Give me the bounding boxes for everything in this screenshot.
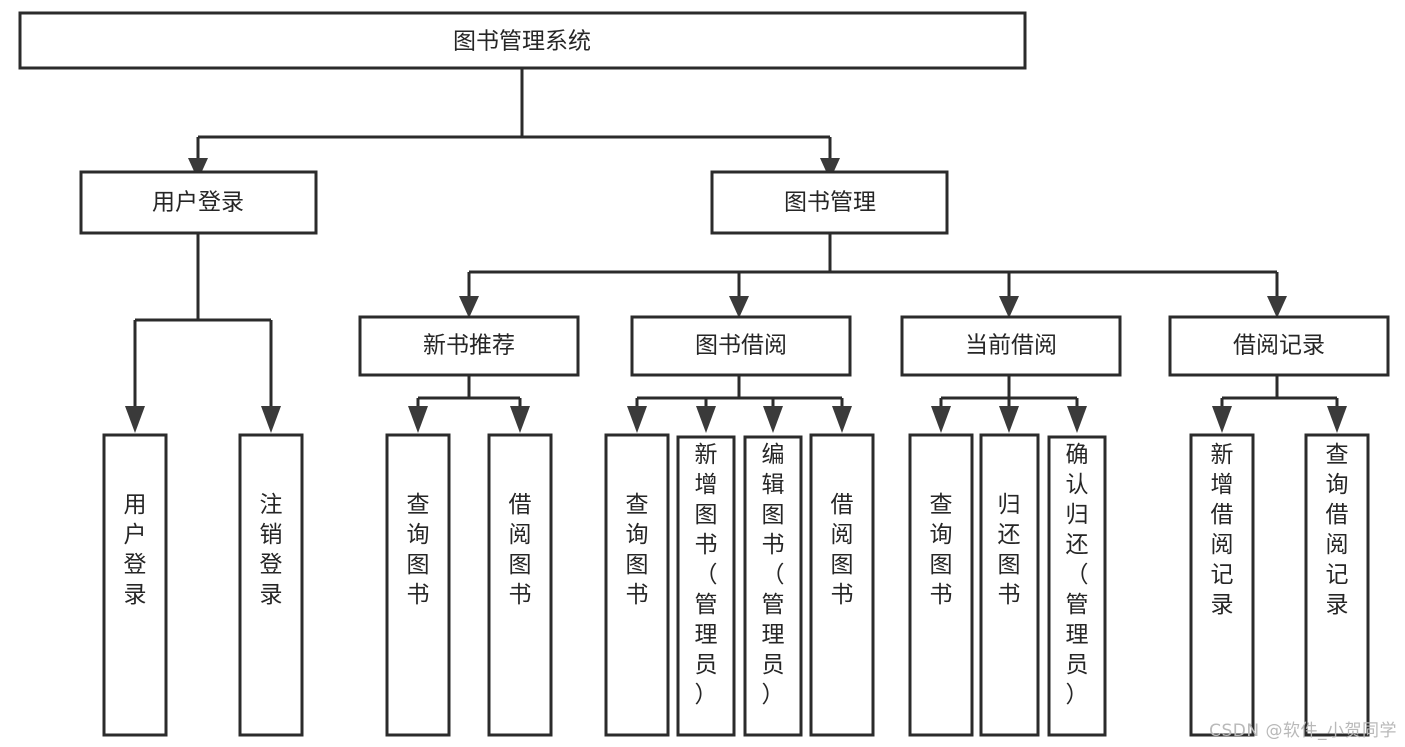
arrowhead-to-current-borrow xyxy=(999,296,1019,318)
node-new-book-recommend[interactable]: 新书推荐 xyxy=(358,315,580,377)
arrowhead-to-leaf-borrow-book-1 xyxy=(510,406,530,433)
arrowhead-to-leaf-query-book-3 xyxy=(931,406,951,433)
arrowhead-to-book-borrow xyxy=(729,296,749,318)
leaf-query-borrow-record[interactable]: 查询借阅记录 xyxy=(1304,433,1370,737)
leaf-borrow-book-2-box[interactable] xyxy=(809,433,875,737)
leaf-query-book-1-box[interactable] xyxy=(385,433,451,737)
arrowhead-to-new-book-recommend xyxy=(459,296,479,318)
arrowhead-to-leaf-borrow-book-2 xyxy=(832,406,852,433)
arrowhead-to-leaf-add-book-admin xyxy=(696,406,716,433)
node-new-book-recommend-box[interactable] xyxy=(358,315,580,377)
arrowhead-to-user-login xyxy=(188,158,208,180)
node-borrow-record-label: 借阅记录 xyxy=(1233,333,1325,359)
leaf-query-book-2-box[interactable] xyxy=(604,433,670,737)
leaf-query-borrow-record-box[interactable] xyxy=(1304,433,1370,737)
arrowhead-to-leaf-add-borrow-record xyxy=(1212,406,1232,433)
leaf-borrow-book-1[interactable]: 借阅图书 xyxy=(487,433,553,737)
leaf-add-book-admin-label: 新增图书（管理员） xyxy=(695,442,718,708)
leaf-borrow-book-1-label: 借阅图书 xyxy=(509,492,532,608)
node-borrow-record-box[interactable] xyxy=(1168,315,1390,377)
arrowhead-to-leaf-query-book-2 xyxy=(627,406,647,433)
node-book-borrow[interactable]: 图书借阅 xyxy=(630,315,852,377)
node-book-management-label: 图书管理 xyxy=(784,190,876,216)
node-book-management-box[interactable] xyxy=(710,170,949,235)
leaf-edit-book-admin-label: 编辑图书（管理员） xyxy=(762,442,785,708)
leaf-edit-book-admin[interactable]: 编辑图书（管理员） xyxy=(743,435,803,737)
leaf-query-book-3-label: 查询图书 xyxy=(930,492,953,608)
leaf-add-book-admin-box[interactable] xyxy=(676,435,736,737)
leaf-borrow-book-1-box[interactable] xyxy=(487,433,553,737)
leaf-borrow-book-2-label: 借阅图书 xyxy=(831,492,854,608)
arrowhead-to-leaf-confirm-return-admin xyxy=(1067,406,1087,433)
node-user-login-box[interactable] xyxy=(79,170,318,235)
arrowhead-to-borrow-record xyxy=(1267,296,1287,318)
node-user-login-label: 用户登录 xyxy=(152,190,244,216)
arrowhead-to-leaf-query-borrow-record xyxy=(1327,406,1347,433)
leaf-add-borrow-record-box[interactable] xyxy=(1189,433,1255,737)
leaf-query-book-3[interactable]: 查询图书 xyxy=(908,433,974,737)
arrowhead-to-leaf-user-login xyxy=(125,406,145,433)
leaf-query-book-2-label: 查询图书 xyxy=(626,492,649,608)
leaf-edit-book-admin-box[interactable] xyxy=(743,435,803,737)
node-root[interactable]: 图书管理系统 xyxy=(18,11,1027,70)
leaf-add-borrow-record[interactable]: 新增借阅记录 xyxy=(1189,433,1255,737)
leaf-query-borrow-record-label: 查询借阅记录 xyxy=(1326,442,1349,618)
node-root-label: 图书管理系统 xyxy=(453,29,591,55)
arrowhead-layer xyxy=(125,158,1347,433)
leaf-user-login-box[interactable] xyxy=(102,433,168,737)
leaf-query-book-3-box[interactable] xyxy=(908,433,974,737)
leaf-user-login-label: 用户登录 xyxy=(124,492,147,608)
node-user-login[interactable]: 用户登录 xyxy=(79,170,318,235)
leaf-confirm-return-admin-box[interactable] xyxy=(1047,435,1107,737)
arrowhead-to-leaf-query-book-1 xyxy=(408,406,428,433)
leaf-query-book-1-label: 查询图书 xyxy=(407,492,430,608)
leaf-add-borrow-record-label: 新增借阅记录 xyxy=(1211,442,1234,618)
leaf-user-login[interactable]: 用户登录 xyxy=(102,433,168,737)
node-book-management[interactable]: 图书管理 xyxy=(710,170,949,235)
node-current-borrow-box[interactable] xyxy=(900,315,1122,377)
leaf-logout-login[interactable]: 注销登录 xyxy=(238,433,304,737)
arrowhead-to-book-management xyxy=(820,158,840,180)
leaf-return-book[interactable]: 归还图书 xyxy=(979,433,1040,737)
leaf-confirm-return-admin[interactable]: 确认归还（管理员） xyxy=(1047,435,1107,737)
node-root-box[interactable] xyxy=(18,11,1027,70)
leaf-return-book-label: 归还图书 xyxy=(998,492,1021,608)
node-book-borrow-label: 图书借阅 xyxy=(695,333,787,359)
node-current-borrow[interactable]: 当前借阅 xyxy=(900,315,1122,377)
leaf-query-book-2[interactable]: 查询图书 xyxy=(604,433,670,737)
arrowhead-to-leaf-edit-book-admin xyxy=(763,406,783,433)
leaf-add-book-admin[interactable]: 新增图书（管理员） xyxy=(676,435,736,737)
leaf-borrow-book-2[interactable]: 借阅图书 xyxy=(809,433,875,737)
leaf-confirm-return-admin-label: 确认归还（管理员） xyxy=(1066,442,1089,708)
leaf-return-book-box[interactable] xyxy=(979,433,1040,737)
leaf-query-book-1[interactable]: 查询图书 xyxy=(385,433,451,737)
node-borrow-record[interactable]: 借阅记录 xyxy=(1168,315,1390,377)
leaf-logout-login-box[interactable] xyxy=(238,433,304,737)
arrowhead-to-leaf-logout-login xyxy=(261,406,281,433)
node-book-borrow-box[interactable] xyxy=(630,315,852,377)
leaf-logout-login-label: 注销登录 xyxy=(260,492,283,608)
arrowhead-to-leaf-return-book xyxy=(999,406,1019,433)
node-current-borrow-label: 当前借阅 xyxy=(965,333,1057,359)
node-new-book-recommend-label: 新书推荐 xyxy=(423,333,515,359)
